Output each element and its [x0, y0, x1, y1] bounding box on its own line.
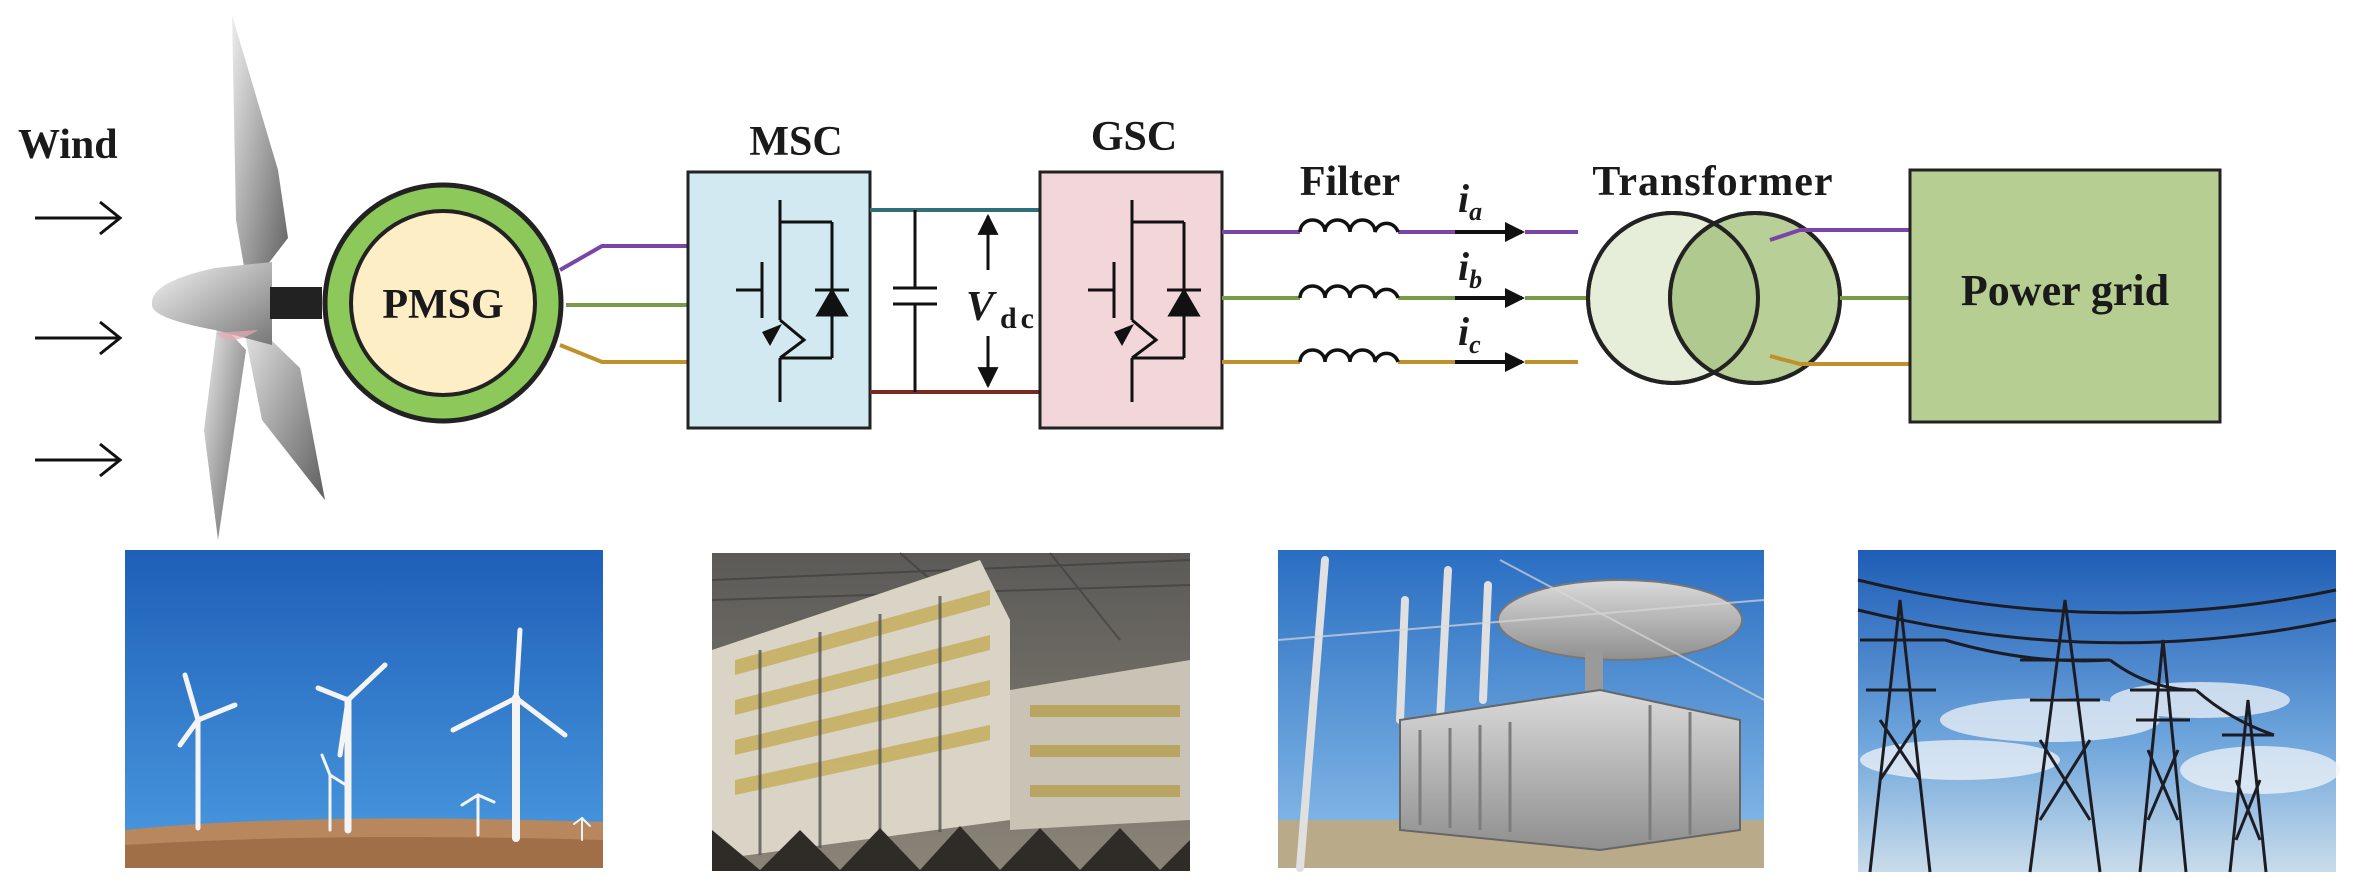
- arrow-right-icon: [1505, 288, 1525, 308]
- current-b-label: ib: [1458, 244, 1482, 294]
- turbine-blade-right: [240, 310, 325, 500]
- wind-turbine-rotor-icon: [151, 15, 325, 540]
- transformer-icon: [1586, 211, 1842, 385]
- grid-connection-lines: [1769, 228, 1910, 366]
- vdc-label: V: [966, 284, 997, 330]
- gsc-label: GSC: [1091, 114, 1177, 160]
- photo-wind-farm: [125, 550, 603, 868]
- inductor-coil-icons: [1298, 218, 1400, 363]
- current-a-label: ia: [1458, 176, 1482, 226]
- pmsg-generator: PMSG: [322, 182, 564, 424]
- msc-label: MSC: [749, 119, 842, 165]
- power-grid-box: Power grid: [1908, 168, 2222, 424]
- dc-link: [870, 208, 1040, 394]
- photo-power-transformer: [1277, 550, 1765, 872]
- igbt-diode-icon: [1088, 200, 1201, 402]
- capacitor-icon: [893, 210, 937, 392]
- arrow-right-icon: [1505, 352, 1525, 372]
- power-grid-label: Power grid: [1961, 266, 2169, 315]
- generator-output-lines: [559, 244, 688, 364]
- vdc-subscript: dc: [1000, 302, 1038, 335]
- inductor-icon: [1298, 348, 1400, 363]
- wind-arrow-icon: [35, 200, 123, 236]
- transformer-label: Transformer: [1592, 159, 1833, 205]
- arrow-right-icon: [1505, 222, 1525, 242]
- current-arrows: [1455, 222, 1588, 372]
- inductor-icon: [1298, 218, 1400, 233]
- inductor-icon: [1298, 284, 1400, 299]
- photo-converter-hall: [711, 552, 1191, 871]
- msc-converter: [686, 170, 872, 430]
- turbine-hub: [151, 262, 272, 345]
- igbt-diode-icon: [736, 200, 849, 402]
- turbine-blade-top: [232, 15, 288, 290]
- wind-label: Wind: [18, 122, 118, 168]
- pmsg-label: PMSG: [382, 282, 503, 328]
- wind-arrows: [35, 200, 123, 478]
- current-c-label: ic: [1458, 309, 1481, 359]
- filter-label: Filter: [1300, 159, 1400, 205]
- wind-arrow-icon: [35, 320, 123, 356]
- turbine-blade-bottom: [204, 320, 246, 540]
- photo-transmission-towers: [1857, 550, 2340, 873]
- gsc-converter: [1038, 170, 1224, 430]
- wind-arrow-icon: [35, 442, 123, 478]
- turbine-shaft: [270, 287, 322, 319]
- filter-phase-lines: [1222, 230, 1455, 364]
